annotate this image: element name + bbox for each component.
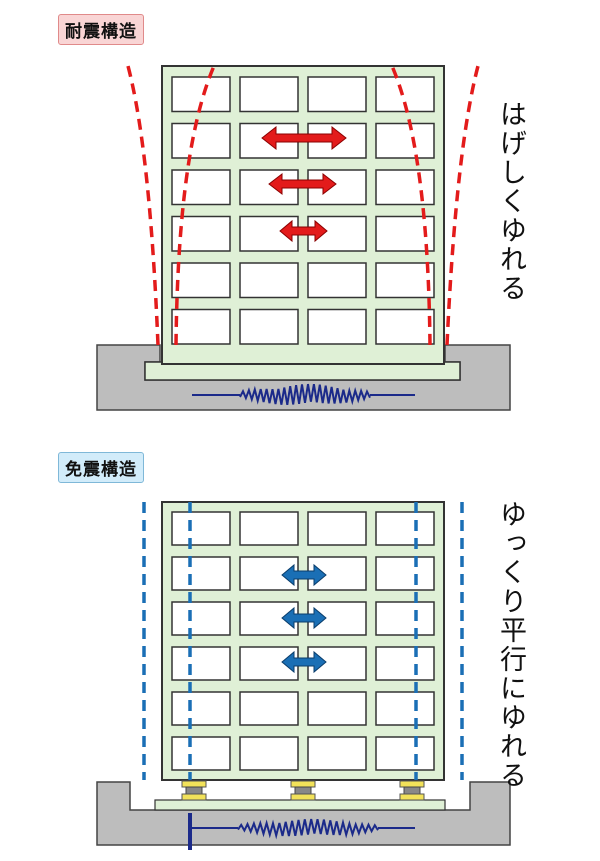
window [375, 601, 435, 636]
window [239, 262, 299, 299]
window [171, 169, 231, 206]
window [171, 556, 231, 591]
isolation-bearing-icon [290, 780, 316, 801]
ground-pit [96, 781, 511, 846]
rigid-structure-description: はげしくゆれる [495, 100, 526, 303]
window [375, 691, 435, 726]
window [375, 262, 435, 299]
double-arrow-icon [261, 125, 347, 243]
window [375, 169, 435, 206]
window [375, 736, 435, 771]
window [307, 691, 367, 726]
window [375, 122, 435, 159]
window [307, 76, 367, 113]
window [171, 736, 231, 771]
window [171, 122, 231, 159]
window [239, 308, 299, 345]
seismic-wave-icon [188, 813, 415, 850]
sway-lines [142, 502, 464, 780]
double-arrow-icon [281, 563, 327, 674]
window [171, 601, 231, 636]
window [171, 308, 231, 345]
window [307, 308, 367, 345]
window [375, 511, 435, 546]
window [171, 511, 231, 546]
window [171, 691, 231, 726]
isolation-bearing-icon [181, 780, 207, 801]
isolated-structure-description: ゆっくり平行にゆれる [495, 500, 526, 790]
window [307, 736, 367, 771]
window [375, 556, 435, 591]
isolation-bearing-icon [181, 780, 425, 801]
base-slab [154, 799, 446, 811]
window [171, 262, 231, 299]
window [307, 262, 367, 299]
isolated-structure-label: 免震構造 [58, 452, 144, 483]
isolated-structure-diagram [96, 501, 511, 850]
window [239, 736, 299, 771]
sway-lines [126, 65, 480, 346]
building [161, 501, 445, 781]
window [239, 76, 299, 113]
rigid-structure-diagram [96, 65, 511, 411]
window [307, 511, 367, 546]
window [375, 646, 435, 681]
seismic-wave-icon [192, 383, 415, 406]
isolation-bearing-icon [399, 780, 425, 801]
window [239, 511, 299, 546]
window [171, 646, 231, 681]
window [239, 691, 299, 726]
window [375, 308, 435, 345]
windows [171, 511, 435, 771]
rigid-structure-label: 耐震構造 [58, 14, 144, 45]
